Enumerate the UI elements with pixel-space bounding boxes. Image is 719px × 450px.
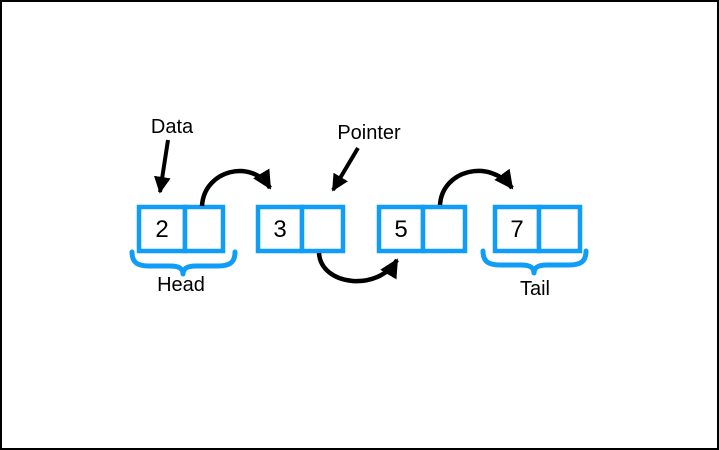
link-arrow-node1-to-node2 — [199, 168, 272, 207]
list-node-3: 5 — [376, 204, 468, 254]
node-1-value: 2 — [155, 216, 168, 243]
node-3-pointer-cell — [420, 204, 468, 254]
link-arrow-node2-to-node3 — [316, 252, 399, 284]
pointer-pointer-arrow — [331, 146, 360, 192]
node-1-pointer-cell — [182, 204, 226, 254]
tail-label: Tail — [520, 278, 550, 300]
node-2-value: 3 — [273, 216, 286, 243]
head-label: Head — [157, 274, 205, 296]
node-3-data-cell — [376, 204, 426, 254]
data-label: Data — [151, 116, 194, 138]
data-pointer-arrow — [153, 139, 171, 194]
pointer-label: Pointer — [337, 122, 401, 144]
list-node-2: 3 — [255, 204, 346, 254]
link-arrow-node3-to-node4 — [437, 168, 514, 206]
node-2-data-cell — [255, 204, 305, 254]
node-1-data-cell — [136, 204, 188, 254]
list-node-1: 2 — [136, 204, 226, 254]
node-2-pointer-cell — [299, 204, 346, 254]
node-3-value: 5 — [394, 216, 407, 243]
list-node-4: 7 — [492, 204, 583, 254]
node-4-pointer-cell — [536, 204, 583, 254]
node-4-value: 7 — [510, 216, 523, 243]
head-brace — [129, 249, 238, 277]
tail-brace — [480, 248, 589, 276]
